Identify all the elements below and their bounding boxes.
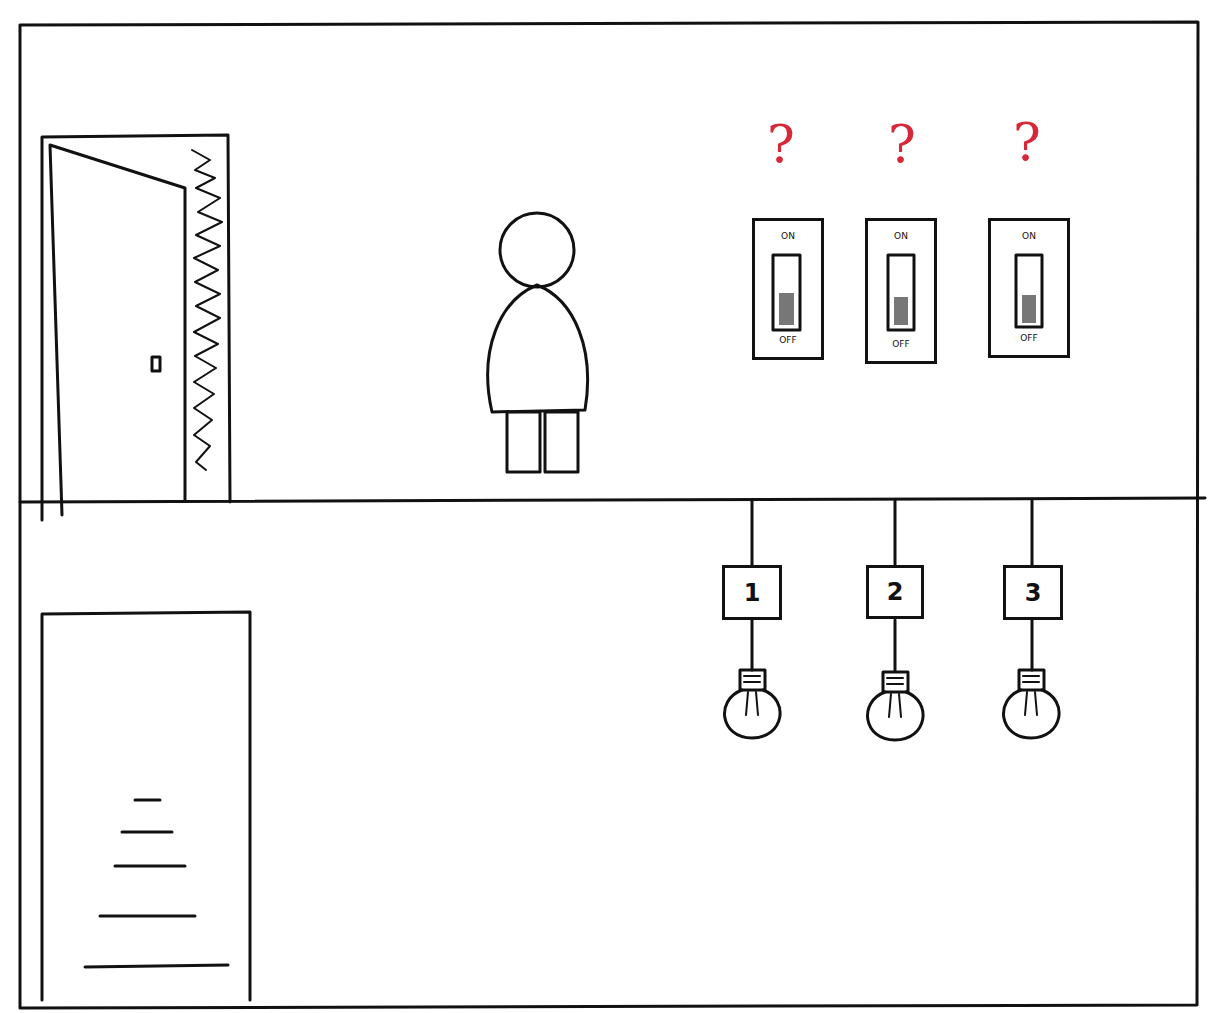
bulb-number-box: 2 <box>866 565 924 619</box>
bulb-number-box: 1 <box>722 565 782 620</box>
switch-slot <box>773 255 800 330</box>
person-leg <box>545 412 578 472</box>
bulb-number: 2 <box>887 578 904 606</box>
door-panel <box>50 145 185 515</box>
switch-label: ON <box>781 231 795 241</box>
building-frame <box>20 22 1198 1008</box>
light-switch: ON OFF <box>988 218 1070 358</box>
switch-lever <box>1022 295 1036 323</box>
switch-lever <box>894 297 908 325</box>
bulb-number-box: 3 <box>1003 565 1063 620</box>
person-head <box>500 213 574 287</box>
switch-label: OFF <box>779 335 796 345</box>
lower-door <box>42 612 250 1000</box>
question-mark: ? <box>888 118 916 170</box>
light-switch: ON OFF <box>865 218 937 364</box>
question-mark: ? <box>1013 116 1041 168</box>
light-bulb <box>868 672 924 740</box>
door-frame <box>42 135 230 520</box>
light-bulb <box>1004 670 1060 738</box>
door-handle <box>152 357 160 371</box>
light-switch: ON OFF <box>752 218 824 360</box>
bulb-number: 1 <box>744 579 761 607</box>
light-scribble <box>192 150 222 470</box>
floor-line <box>20 498 1205 502</box>
switch-label: OFF <box>892 339 909 349</box>
person-leg <box>507 412 540 472</box>
switch-label: OFF <box>1020 333 1037 343</box>
switch-label: ON <box>1022 231 1036 241</box>
bulb-number: 3 <box>1025 579 1042 607</box>
switch-slot <box>888 255 914 330</box>
question-mark: ? <box>767 118 795 170</box>
person-body <box>488 285 588 412</box>
stairs <box>85 800 228 967</box>
light-bulb <box>725 670 781 738</box>
switch-slot <box>1016 255 1042 327</box>
switch-label: ON <box>894 231 908 241</box>
switch-lever <box>779 293 794 325</box>
